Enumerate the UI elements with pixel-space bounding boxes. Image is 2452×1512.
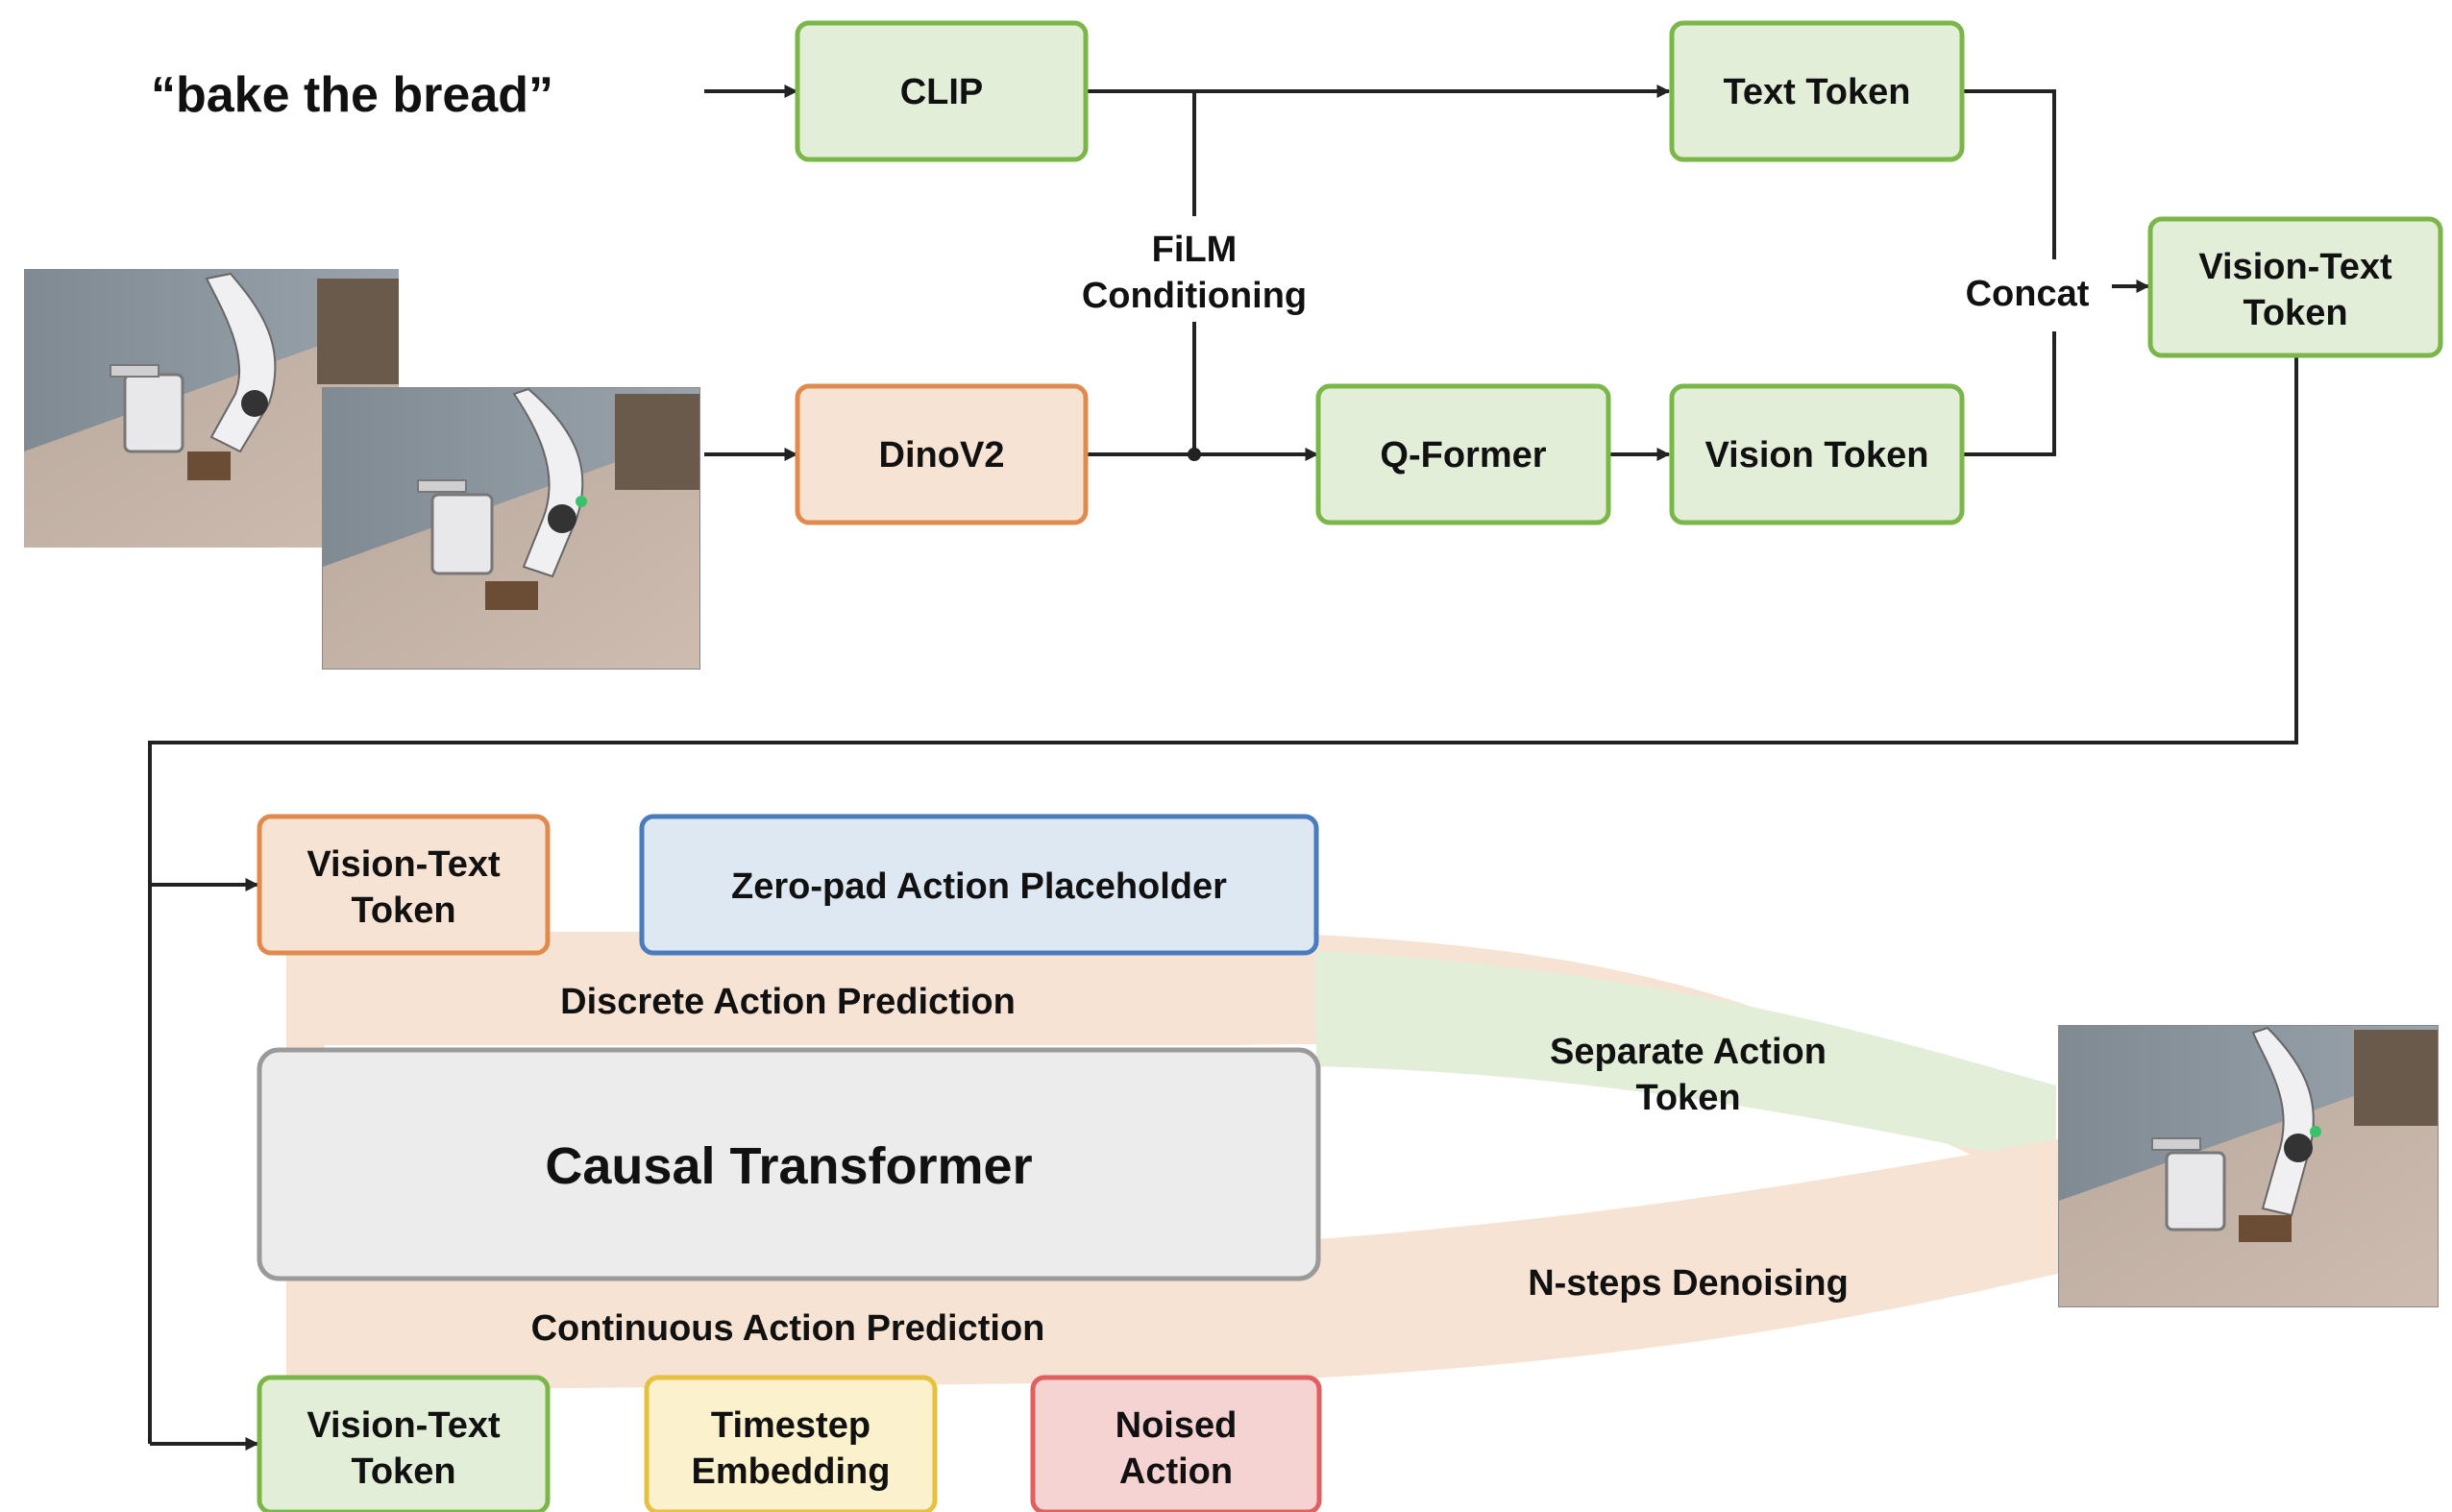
continuous-input-line1: Vision-Text [306, 1405, 501, 1446]
text-token-to-concat-line [1962, 89, 2056, 259]
robot-photo-front [322, 387, 700, 670]
connectors-top [148, 85, 2298, 1451]
film-label-line1: FiLM [1152, 230, 1238, 270]
film-junction-dot [1188, 448, 1201, 461]
timestep-box: Timestep Embedding [644, 1375, 938, 1512]
noised-action-line2: Action [1119, 1451, 1233, 1492]
robot-photo-result [2058, 1025, 2439, 1307]
vision-text-token-label-line1: Vision-Text [2198, 247, 2392, 287]
placeholder-box: Zero-pad Action Placeholder [639, 814, 1319, 956]
denoising-label: N-steps Denoising [1528, 1263, 1849, 1304]
discrete-prediction-label: Discrete Action Prediction [560, 982, 1016, 1022]
causal-transformer-label: Causal Transformer [545, 1137, 1032, 1195]
dinov2-label: DinoV2 [879, 435, 1005, 476]
noised-action-line1: Noised [1116, 1405, 1238, 1446]
noised-action-box: Noised Action [1030, 1375, 1322, 1512]
clip-box: CLIP [795, 20, 1089, 162]
discrete-input-box: Vision-Text Token [257, 814, 551, 956]
feedback-line [148, 356, 2298, 1444]
continuous-prediction-label: Continuous Action Prediction [531, 1308, 1045, 1349]
text-token-box: Text Token [1669, 20, 1965, 162]
vision-token-label: Vision Token [1705, 435, 1929, 476]
placeholder-label: Zero-pad Action Placeholder [731, 866, 1227, 907]
qformer-box: Q-Former [1315, 383, 1611, 525]
timestep-line2: Embedding [692, 1451, 891, 1492]
causal-transformer-box: Causal Transformer [257, 1047, 1321, 1281]
separate-token-line1: Separate Action [1550, 1032, 1827, 1072]
continuous-input-box: Vision-Text Token [257, 1375, 551, 1512]
timestep-line1: Timestep [711, 1405, 870, 1446]
discrete-input-line2: Token [351, 890, 455, 931]
vision-token-to-concat-line [1962, 331, 2056, 456]
separate-token-line2: Token [1635, 1078, 1740, 1118]
separate-flow-band [1316, 951, 2056, 1164]
dinov2-box: DinoV2 [795, 383, 1089, 525]
continuous-input-line2: Token [351, 1451, 455, 1492]
discrete-input-line1: Vision-Text [306, 844, 501, 885]
film-label-line2: Conditioning [1082, 276, 1307, 316]
qformer-label: Q-Former [1380, 435, 1546, 476]
text-token-label: Text Token [1724, 72, 1911, 112]
vision-text-token-label-line2: Token [2243, 293, 2347, 333]
vision-text-token-box: Vision-Text Token [2147, 216, 2443, 358]
prompt-text: “bake the bread” [151, 67, 553, 123]
vision-token-box: Vision Token [1669, 383, 1965, 525]
clip-label: CLIP [900, 72, 984, 112]
concat-label: Concat [1966, 274, 2090, 314]
